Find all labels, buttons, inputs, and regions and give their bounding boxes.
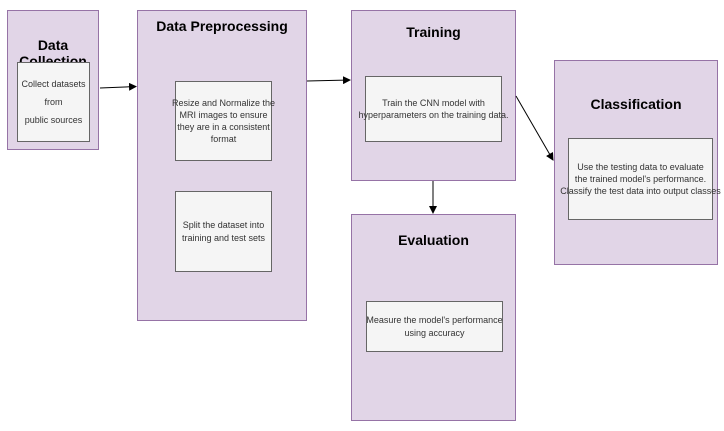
- step-line: training and test sets: [181, 232, 266, 243]
- step-line: public sources: [24, 115, 83, 126]
- data-preprocessing-title: Data Preprocessing: [156, 18, 288, 34]
- step-line: Train the CNN model with: [382, 97, 485, 108]
- measure-performance-step: Measure the model's performance using ac…: [366, 301, 503, 352]
- classification-title: Classification: [590, 96, 682, 112]
- data-preprocessing-stage: Data Preprocessing Resize and Normalize …: [137, 10, 307, 321]
- arrow-training-to-classification: [515, 95, 554, 161]
- training-title: Training: [406, 24, 461, 40]
- step-line: Classify the test data into output class…: [560, 186, 721, 197]
- step-line: they are in a consistent: [177, 122, 270, 132]
- collect-datasets-step: Collect datasets from public sources: [17, 62, 90, 142]
- evaluation-title: Evaluation: [398, 232, 469, 248]
- step-line: from: [44, 96, 63, 107]
- evaluation-stage: Evaluation Measure the model's performan…: [351, 214, 516, 421]
- arrow-collection-to-preprocessing: [99, 82, 137, 91]
- step-line: MRI images to ensure: [179, 109, 268, 120]
- arrow-preprocessing-to-training: [306, 76, 351, 85]
- data-collection-stage: Data Collection Collect datasets from pu…: [7, 10, 99, 150]
- step-line: format: [210, 134, 237, 145]
- split-dataset-step: Split the dataset into training and test…: [175, 191, 272, 272]
- resize-normalize-step: Resize and Normalize the MRI images to e…: [171, 81, 276, 161]
- step-line: Measure the model's performance: [366, 315, 503, 326]
- step-line: the trained model's performance.: [574, 173, 707, 184]
- step-line: Split the dataset into: [182, 220, 265, 231]
- train-cnn-step: Train the CNN model with hyperparameters…: [358, 76, 509, 142]
- step-line: Use the testing data to evaluate: [577, 161, 704, 172]
- step-line: Resize and Normalize the: [171, 97, 276, 108]
- step-line: hyperparameters on the training data.: [358, 110, 509, 120]
- use-testing-data-step: Use the testing data to evaluate the tra…: [560, 138, 721, 220]
- training-stage: Training Train the CNN model with hyperp…: [351, 10, 516, 181]
- classification-stage: Classification Use the testing data to e…: [554, 60, 721, 265]
- step-line: Collect datasets: [21, 78, 86, 89]
- step-line: using accuracy: [404, 327, 465, 338]
